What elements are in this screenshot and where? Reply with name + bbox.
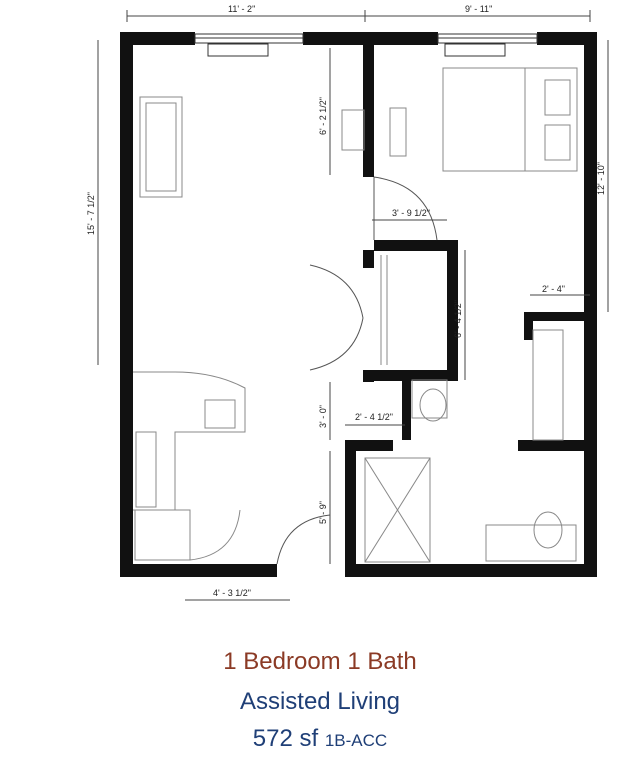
furniture (133, 67, 578, 563)
dim-bath-door: 2' - 4 1/2" (355, 412, 393, 422)
plan-title: 1 Bedroom 1 Bath (223, 648, 417, 675)
plan-code: 1B-ACC (324, 731, 388, 750)
dimension-lines (97, 10, 609, 601)
plan-size-line: 572 sf 1B-ACC (0, 725, 640, 753)
dim-left-height: 15' - 7 1/2" (86, 192, 96, 235)
dim-closet-wall: 6' - 2 1/2" (318, 97, 328, 135)
dim-wardrobe: 2' - 4" (542, 284, 565, 294)
dim-entry: 4' - 3 1/2" (213, 588, 251, 598)
dimension-labels: 11' - 2" 9' - 11" 15' - 7 1/2" 12' - 10"… (86, 4, 606, 598)
dim-bath-height: 5' - 9" (318, 501, 328, 524)
plan-size: 572 sf (252, 725, 319, 752)
walls (120, 32, 597, 577)
dim-top-left: 11' - 2" (228, 4, 255, 14)
dim-door-opening: 3' - 9 1/2" (392, 208, 430, 218)
dim-right-height: 12' - 10" (596, 162, 606, 195)
floor-plan: 11' - 2" 9' - 11" 15' - 7 1/2" 12' - 10"… (86, 4, 609, 601)
windows (194, 33, 538, 57)
plan-type: Assisted Living (239, 688, 401, 715)
dim-closet-depth: 6' - 4 1/2" (453, 300, 463, 338)
dim-top-right: 9' - 11" (465, 4, 492, 14)
dim-hall-depth: 3' - 0" (318, 405, 328, 428)
